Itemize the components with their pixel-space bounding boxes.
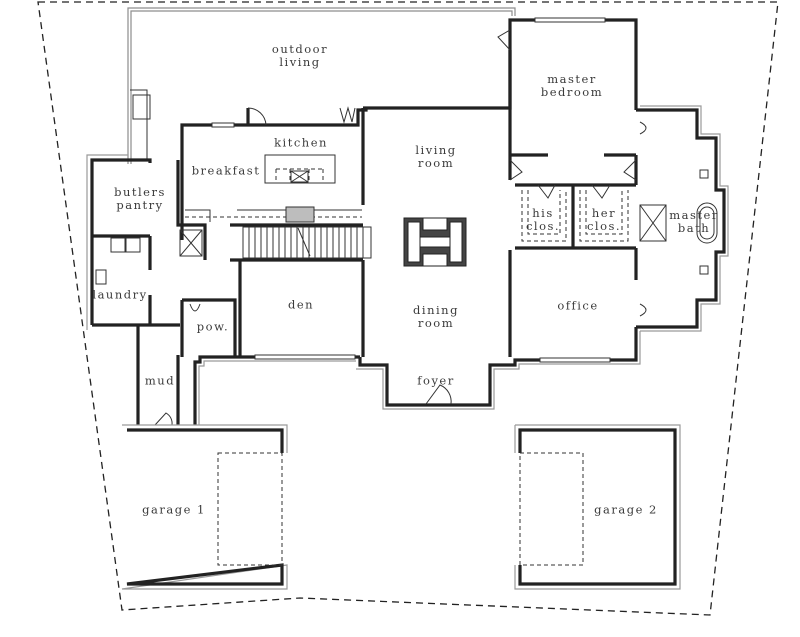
- room-label-garage-1: garage 1: [142, 502, 206, 517]
- garage-1-walls: [121, 424, 288, 590]
- room-label-den: den: [287, 297, 315, 312]
- room-label-office: office: [557, 298, 599, 313]
- elevator: [179, 229, 203, 257]
- staircase: [242, 226, 372, 259]
- master-shower: [639, 204, 667, 242]
- room-label-her-closet: her clos.: [586, 206, 622, 233]
- site-boundary: [37, 1, 779, 616]
- room-label-outdoor-living: outdoor living: [271, 42, 329, 69]
- room-label-butlers-pantry: butlers pantry: [114, 185, 166, 212]
- outdoor-living-area: [127, 7, 516, 164]
- fireplace: [403, 217, 467, 267]
- bathtub: [696, 202, 718, 244]
- room-label-kitchen: kitchen: [274, 135, 328, 150]
- room-label-garage-2: garage 2: [594, 502, 658, 517]
- laundry-machines: [95, 237, 141, 285]
- kitchen-island: [264, 154, 336, 184]
- garage-2-walls: [514, 424, 681, 590]
- windows: [211, 17, 611, 363]
- room-label-dining-room: dining room: [413, 303, 459, 330]
- room-label-pow: pow.: [196, 319, 230, 334]
- room-label-his-closet: his clos.: [525, 206, 561, 233]
- sinks: [699, 169, 709, 275]
- doors: [154, 29, 637, 426]
- closet-shelving: [521, 190, 629, 242]
- room-label-foyer: foyer: [417, 373, 455, 388]
- room-label-master-bedroom: master bedroom: [540, 72, 604, 99]
- room-label-master-bath: master bath: [669, 208, 719, 235]
- room-label-living-room: living room: [415, 143, 457, 170]
- room-label-laundry: laundry: [92, 287, 148, 302]
- toilets: [189, 121, 647, 317]
- room-label-mud: mud: [144, 373, 176, 388]
- kitchen-counter: [185, 206, 362, 223]
- room-label-breakfast: breakfast: [191, 163, 261, 178]
